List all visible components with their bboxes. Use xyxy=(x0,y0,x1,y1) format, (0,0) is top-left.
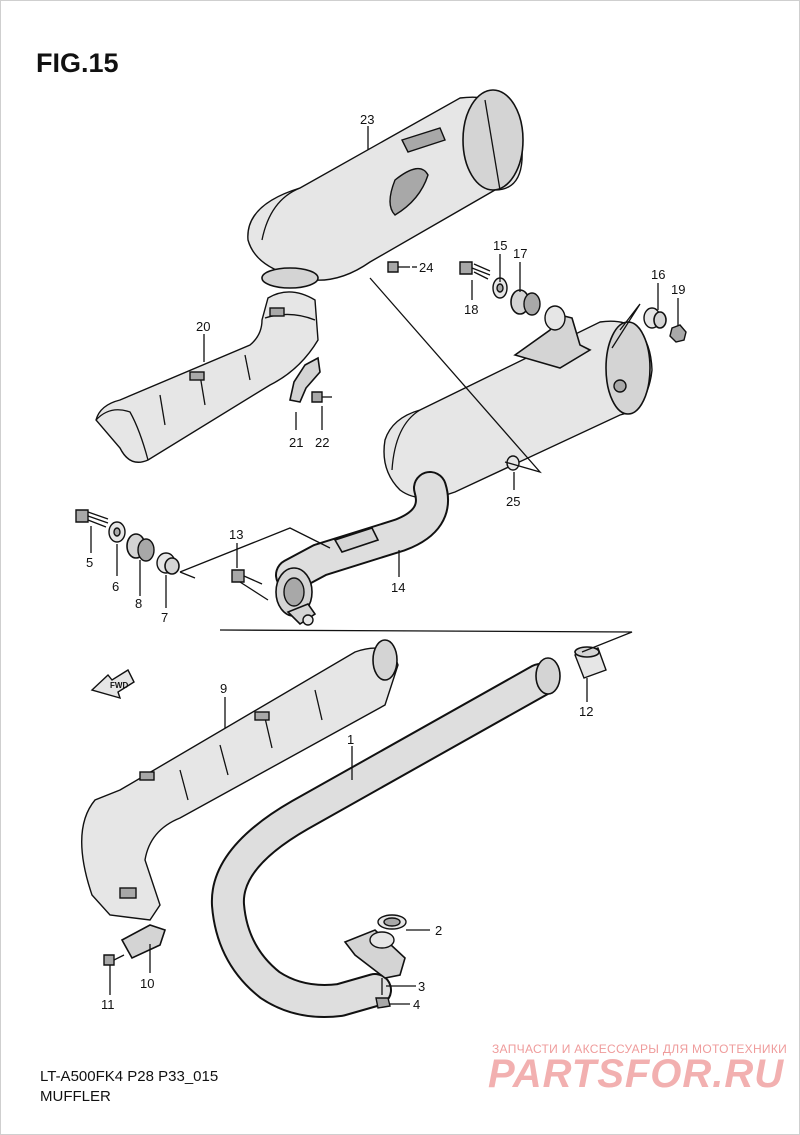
section-name: MUFFLER xyxy=(40,1088,111,1105)
part-10-bracket[interactable] xyxy=(120,924,167,960)
part-14-muffler[interactable] xyxy=(275,320,653,626)
callout-16: 16 xyxy=(651,267,665,282)
part-8-grommet[interactable] xyxy=(126,533,155,562)
part-9-heat-shield[interactable] xyxy=(81,639,399,921)
part-23-muffler-cover[interactable] xyxy=(247,89,524,289)
callout-5: 5 xyxy=(86,555,93,570)
part-18-bolt[interactable] xyxy=(459,261,491,280)
callout-6: 6 xyxy=(112,579,119,594)
part-7-collar[interactable] xyxy=(156,552,180,575)
callout-11: 11 xyxy=(101,997,115,1012)
callout-19: 19 xyxy=(671,282,685,297)
callout-25: 25 xyxy=(506,494,520,509)
callout-8: 8 xyxy=(135,596,142,611)
part-5-bolt[interactable] xyxy=(75,509,109,528)
callout-15: 15 xyxy=(493,238,507,253)
muffler-mounting-bracket xyxy=(513,305,592,369)
callout-12: 12 xyxy=(579,704,593,719)
figure-title: FIG.15 xyxy=(36,48,119,78)
assembly-guide-lines xyxy=(179,277,641,653)
part-11-bolt[interactable] xyxy=(103,954,125,966)
callout-10: 10 xyxy=(140,976,154,991)
callout-14: 14 xyxy=(391,580,405,595)
exhaust-flange xyxy=(343,929,406,979)
part-2-gasket[interactable] xyxy=(377,914,407,930)
callout-22: 22 xyxy=(315,435,329,450)
part-12-joint[interactable] xyxy=(574,646,607,679)
callout-9: 9 xyxy=(220,681,227,696)
part-20-heat-shield[interactable] xyxy=(95,291,319,463)
watermark-tagline: ЗАПЧАСТИ И АКСЕССУАРЫ ДЛЯ МОТОТЕХНИКИ xyxy=(492,1042,788,1056)
part-15-washer[interactable] xyxy=(492,277,508,299)
model-code: LT-A500FK4 P28 P33_015 xyxy=(40,1068,219,1085)
callout-18: 18 xyxy=(464,302,478,317)
part-24-bolt[interactable] xyxy=(387,261,410,273)
callout-20: 20 xyxy=(196,319,210,334)
leader-lines xyxy=(90,126,679,1005)
part-13-bolt[interactable] xyxy=(231,569,263,585)
forward-direction-arrow: FWD xyxy=(90,668,135,700)
part-6-washer[interactable] xyxy=(108,521,126,543)
part-16-collar[interactable] xyxy=(643,307,667,329)
part-4-nut[interactable] xyxy=(375,997,391,1009)
callout-7: 7 xyxy=(161,610,168,625)
callout-2: 2 xyxy=(435,923,442,938)
part-21-bracket[interactable] xyxy=(289,356,321,403)
callout-21: 21 xyxy=(289,435,303,450)
callout-17: 17 xyxy=(513,246,527,261)
callout-13: 13 xyxy=(229,527,243,542)
callout-4: 4 xyxy=(413,997,420,1012)
callout-3: 3 xyxy=(418,979,425,994)
callout-labels: 23 24 20 21 22 15 17 18 16 19 25 13 14 5… xyxy=(86,112,685,1012)
callout-1: 1 xyxy=(347,732,354,747)
watermark-logo: PARTSFOR.RU xyxy=(488,1052,785,1096)
callout-23: 23 xyxy=(360,112,374,127)
part-19-nut[interactable] xyxy=(669,324,687,343)
part-1-exhaust-pipe[interactable] xyxy=(210,657,561,1018)
callout-24: 24 xyxy=(419,260,433,275)
part-22-bolt[interactable] xyxy=(311,391,332,403)
part-17-grommet[interactable] xyxy=(510,289,541,316)
fwd-label: FWD xyxy=(110,681,128,690)
